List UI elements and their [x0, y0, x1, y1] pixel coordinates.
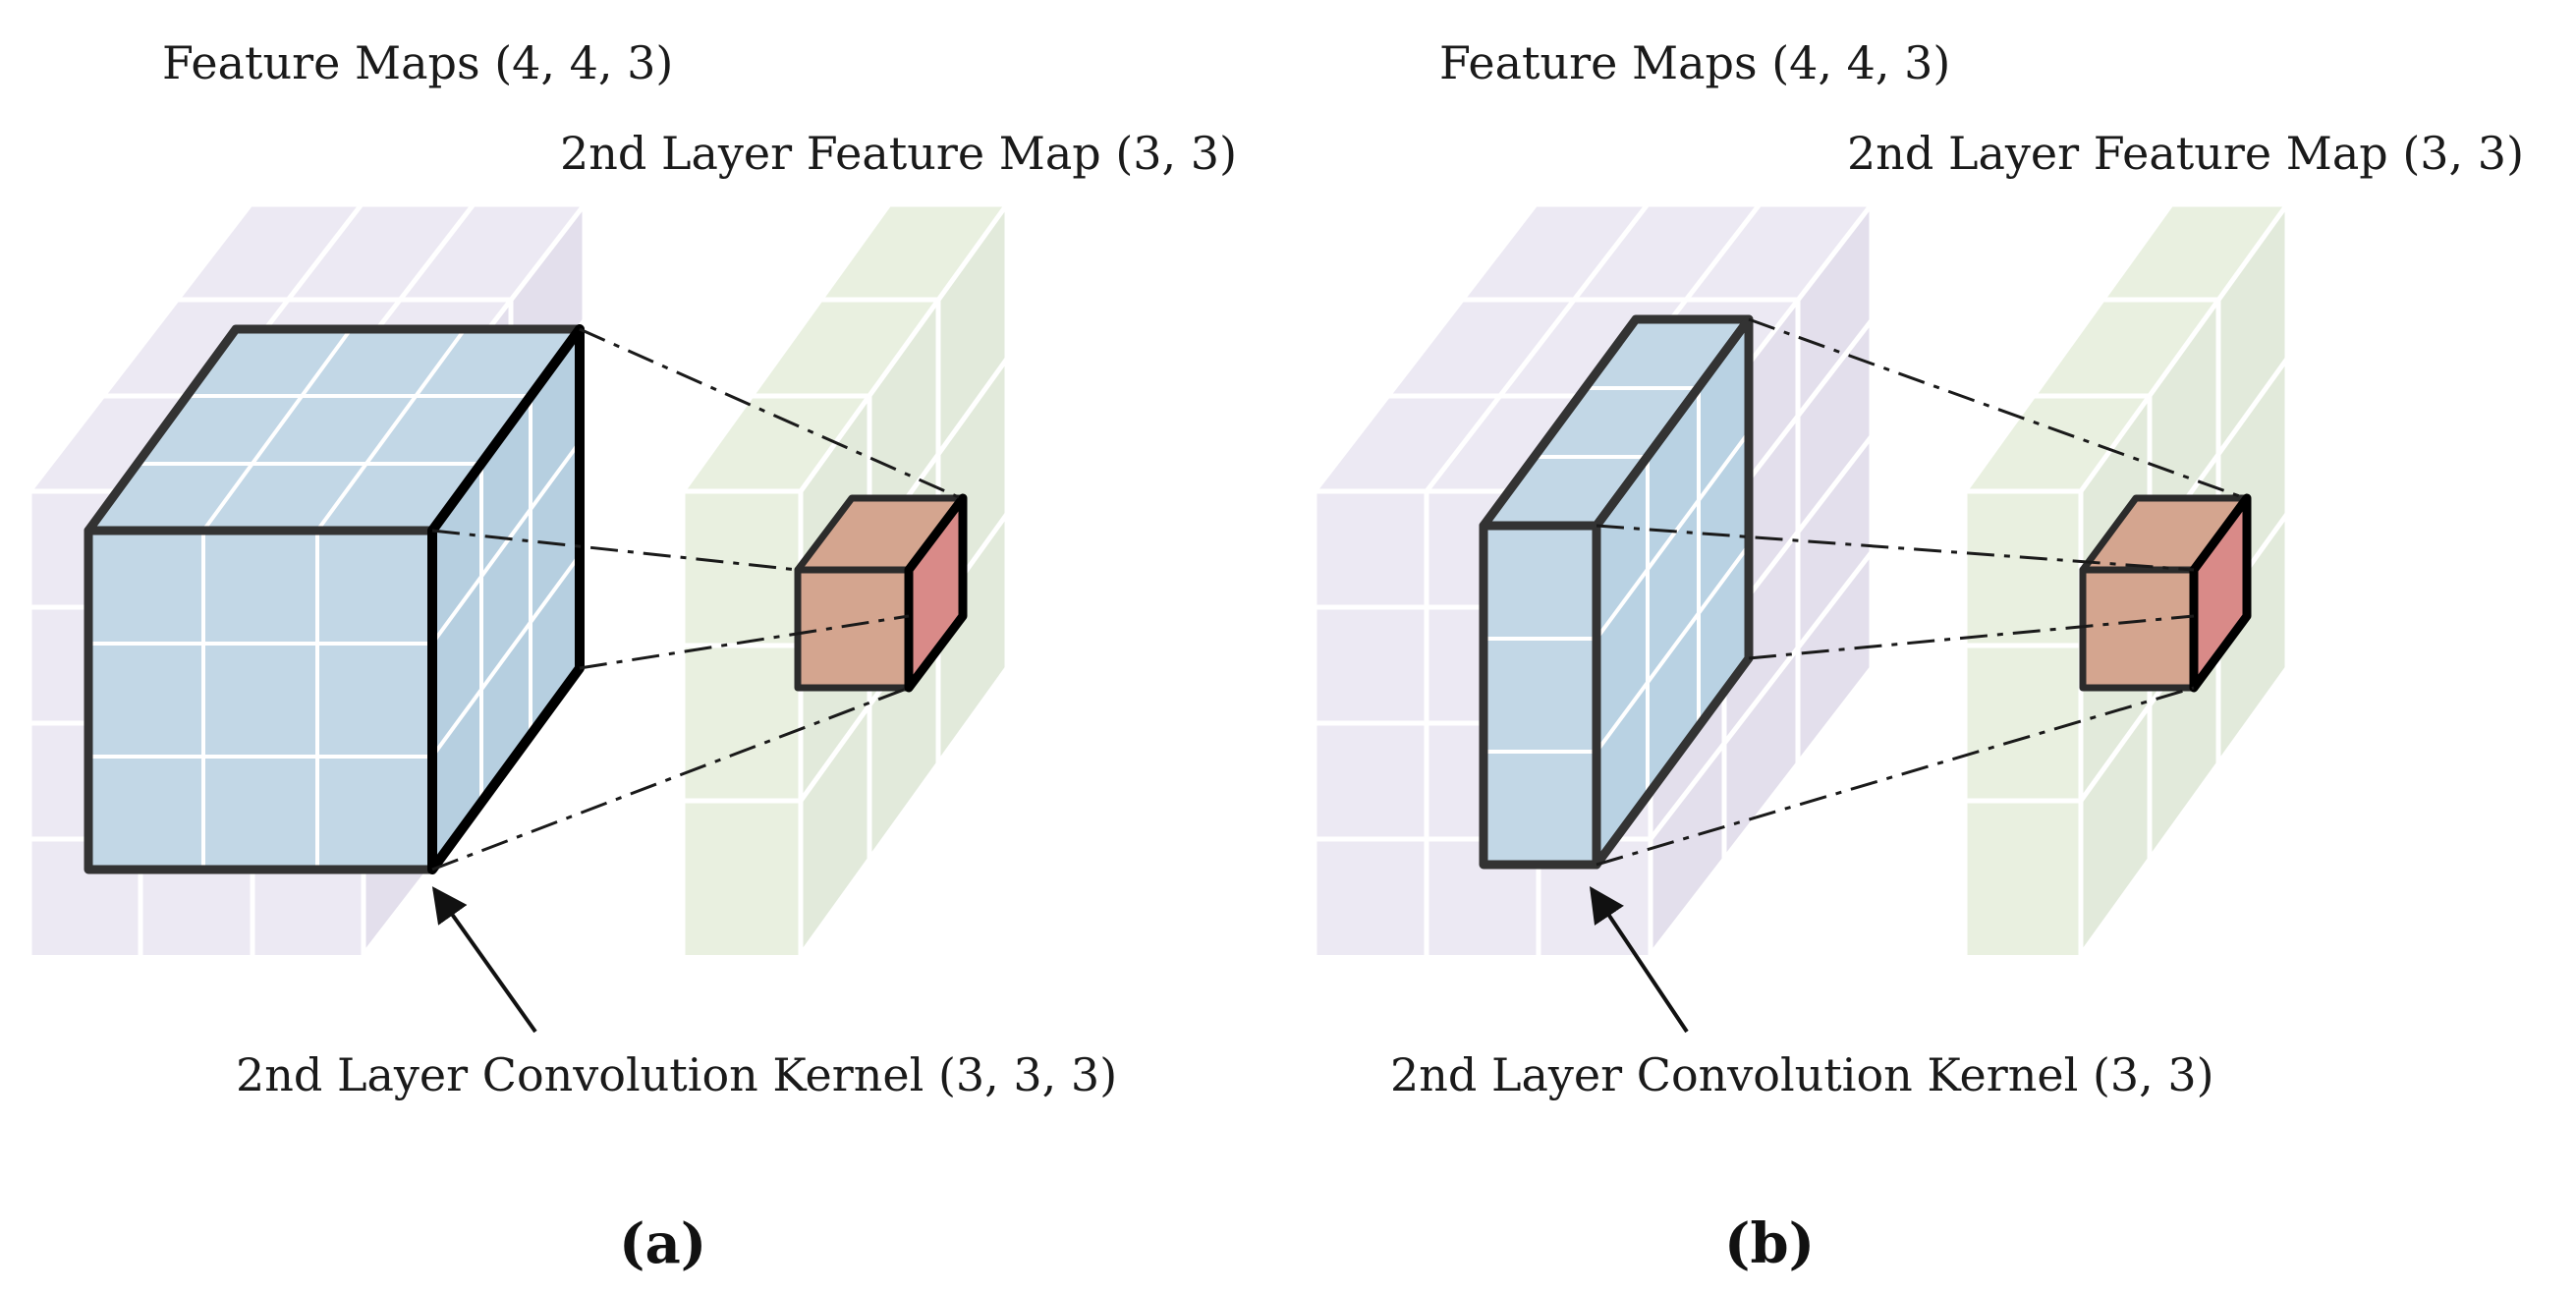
panel-a-kernel-arrow	[431, 886, 537, 1034]
panel-a-caption: (a)	[619, 1211, 706, 1276]
panel-b-output-cell	[2079, 493, 2252, 693]
panel-b-caption: (b)	[1724, 1211, 1815, 1276]
panel-b-kernel-arrow	[1589, 886, 1689, 1034]
panel-a-output-map-label: 2nd Layer Feature Map (3, 3)	[560, 127, 1237, 180]
panel-a-kernel	[84, 324, 585, 874]
panel-b: Feature Maps (4, 4, 3) 2nd Layer Feature…	[1312, 36, 2524, 1276]
panel-a-projection-lines	[431, 327, 962, 872]
panel-a-feature-maps-label: Feature Maps (4, 4, 3)	[162, 36, 673, 89]
panel-b-output-map-label: 2nd Layer Feature Map (3, 3)	[1847, 127, 2524, 180]
panel-b-kernel-label: 2nd Layer Convolution Kernel (3, 3)	[1390, 1048, 2214, 1101]
panel-a-kernel-label: 2nd Layer Convolution Kernel (3, 3, 3)	[236, 1048, 1117, 1101]
panel-b-feature-maps-label: Feature Maps (4, 4, 3)	[1439, 36, 1950, 89]
panel-a-output-cell	[794, 493, 968, 693]
panel-b-projection-lines	[1596, 317, 2246, 867]
panel-a: Feature Maps (4, 4, 3) 2nd Layer Feature…	[27, 36, 1237, 1276]
